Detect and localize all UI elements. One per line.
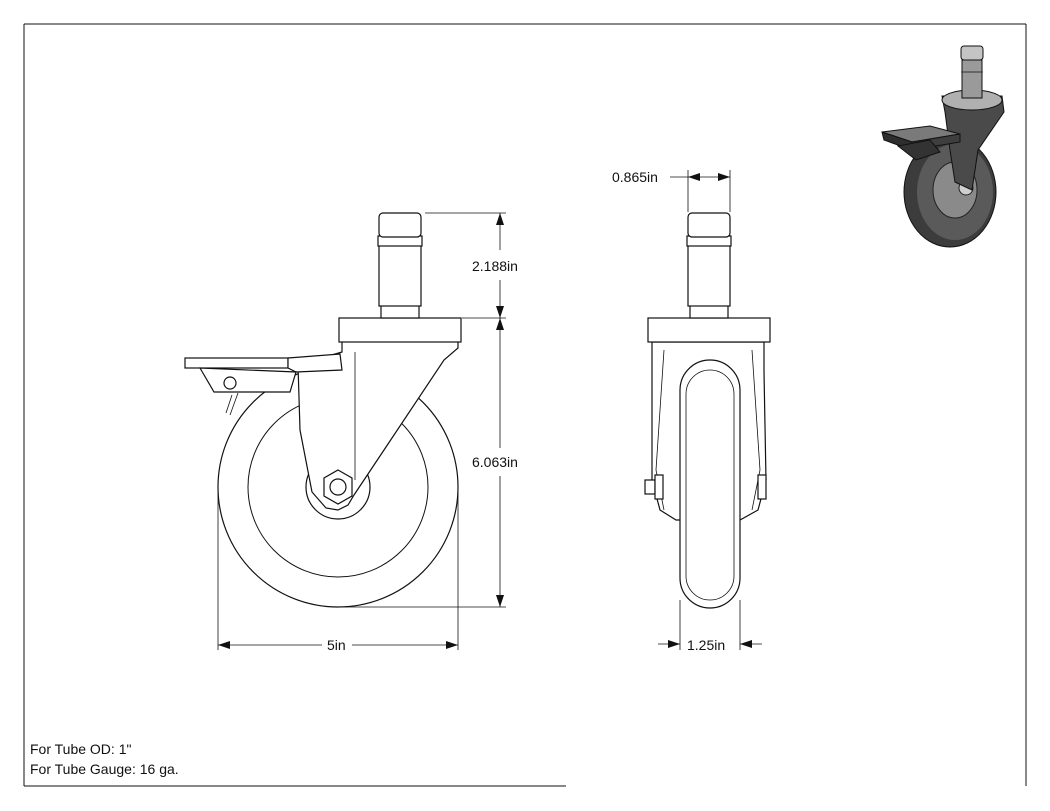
side-brake-pedal [184, 357, 289, 369]
side-stem-cap [378, 212, 422, 238]
sheet-border [23, 23, 1027, 787]
front-top-plate [647, 317, 771, 343]
front-axle-right [757, 474, 767, 500]
dim-wheel-diameter: 5in [327, 637, 346, 653]
side-brake-pivot [223, 376, 237, 390]
side-top-plate [338, 317, 462, 343]
front-view: 0.865in 1.25in [612, 169, 771, 653]
note-tube-gauge: For Tube Gauge: 16 ga. [30, 761, 179, 777]
front-stem-cap [687, 212, 731, 238]
side-view: 2.188in 6.063in 5in [184, 212, 518, 653]
front-wheel [679, 359, 741, 609]
note-tube-od: For Tube OD: 1" [30, 741, 132, 757]
dim-stem-width: 0.865in [612, 169, 658, 185]
side-stem [378, 243, 422, 307]
dim-body-height: 6.063in [472, 454, 518, 470]
dim-wheel-width: 1.25in [687, 637, 725, 653]
front-stem [687, 243, 731, 307]
caster-3d-render-icon [881, 45, 1005, 248]
front-axle-left [644, 479, 656, 495]
dim-stem-height: 2.188in [472, 258, 518, 274]
